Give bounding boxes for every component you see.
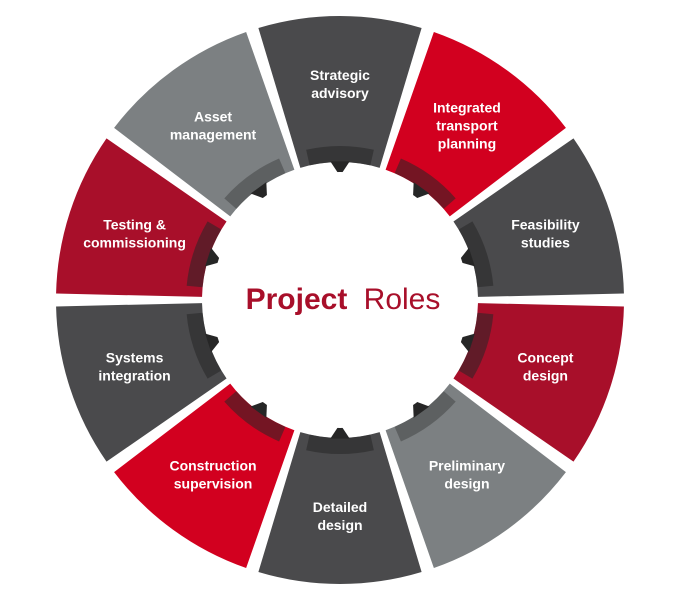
- segment-strategic-advisory: [258, 16, 422, 168]
- center-disc: [212, 172, 468, 428]
- segment-label-line: transport: [436, 117, 498, 133]
- segment-integrated-transport-planning: [385, 31, 566, 217]
- segment-construction-supervision: [114, 383, 295, 569]
- segment-arrow-systems-integration: [205, 333, 223, 353]
- segment-label-line: Strategic: [310, 67, 370, 83]
- segment-label-line: Concept: [517, 350, 573, 366]
- segment-band-feasibility-studies: [458, 221, 494, 288]
- segment-label-line: design: [444, 476, 489, 492]
- segment-arrow-construction-supervision: [250, 400, 268, 418]
- segment-label-integrated-transport-planning: Integrated transport planning: [433, 99, 501, 151]
- segment-label-line: Feasibility: [511, 216, 580, 232]
- segment-label-line: Integrated: [433, 99, 501, 115]
- segment-concept-design: [453, 303, 624, 462]
- segment-label-line: Detailed: [313, 499, 367, 515]
- segment-preliminary-design: [385, 383, 566, 569]
- segment-label-line: Testing &: [103, 216, 166, 232]
- segment-label-line: Preliminary: [429, 458, 505, 474]
- segment-label-line: integration: [98, 368, 170, 384]
- segment-label-preliminary-design: Preliminary design: [429, 458, 505, 492]
- segment-detailed-design: [258, 432, 422, 584]
- segment-arrow-concept-design: [457, 333, 475, 353]
- segment-label-line: design: [317, 517, 362, 533]
- segment-arrow-asset-management: [250, 182, 268, 200]
- segment-systems-integration: [56, 303, 227, 462]
- segment-arrow-strategic-advisory: [330, 161, 350, 176]
- segment-band-asset-management: [224, 158, 286, 209]
- segment-label-line: studies: [521, 234, 570, 250]
- segment-label-line: management: [170, 126, 257, 142]
- segment-arrow-integrated-transport-planning: [412, 182, 430, 200]
- segment-asset-management: [114, 31, 295, 217]
- center-title-bold: Project: [246, 283, 348, 316]
- segment-band-systems-integration: [186, 312, 222, 379]
- segment-label-line: commissioning: [83, 234, 186, 250]
- segment-label-asset-management: Asset management: [170, 108, 257, 142]
- segment-label-construction-supervision: Construction supervision: [169, 458, 256, 492]
- segment-band-preliminary-design: [394, 391, 456, 442]
- segment-band-strategic-advisory: [306, 146, 374, 166]
- center-title-light: Roles: [364, 283, 441, 316]
- center-title: Project Roles: [246, 283, 441, 316]
- segment-label-strategic-advisory: Strategic advisory: [310, 67, 370, 101]
- segment-testing-commissioning: [56, 138, 227, 297]
- segment-feasibility-studies: [453, 138, 624, 297]
- segment-band-detailed-design: [306, 434, 374, 455]
- segment-label-testing-commissioning: Testing & commissioning: [83, 216, 186, 250]
- segment-band-testing-commissioning: [186, 221, 222, 288]
- segment-label-systems-integration: Systems integration: [98, 350, 170, 384]
- segment-band-construction-supervision: [224, 391, 286, 442]
- segment-label-line: Systems: [106, 350, 164, 366]
- segment-label-feasibility-studies: Feasibility studies: [511, 216, 580, 250]
- segment-arrow-feasibility-studies: [457, 247, 475, 267]
- segment-arrow-preliminary-design: [412, 400, 430, 418]
- segment-label-line: design: [523, 368, 568, 384]
- segment-label-line: planning: [438, 135, 496, 151]
- segment-label-line: Asset: [194, 108, 232, 124]
- segment-band-integrated-transport-planning: [394, 158, 456, 209]
- segment-arrow-testing-commissioning: [205, 247, 223, 267]
- segment-label-line: supervision: [174, 476, 253, 492]
- segment-arrow-detailed-design: [330, 424, 350, 439]
- segment-label-line: Construction: [169, 458, 256, 474]
- segment-band-concept-design: [458, 312, 494, 379]
- segment-label-concept-design: Concept design: [517, 350, 573, 384]
- segment-label-line: advisory: [311, 85, 369, 101]
- segment-label-detailed-design: Detailed design: [313, 499, 367, 533]
